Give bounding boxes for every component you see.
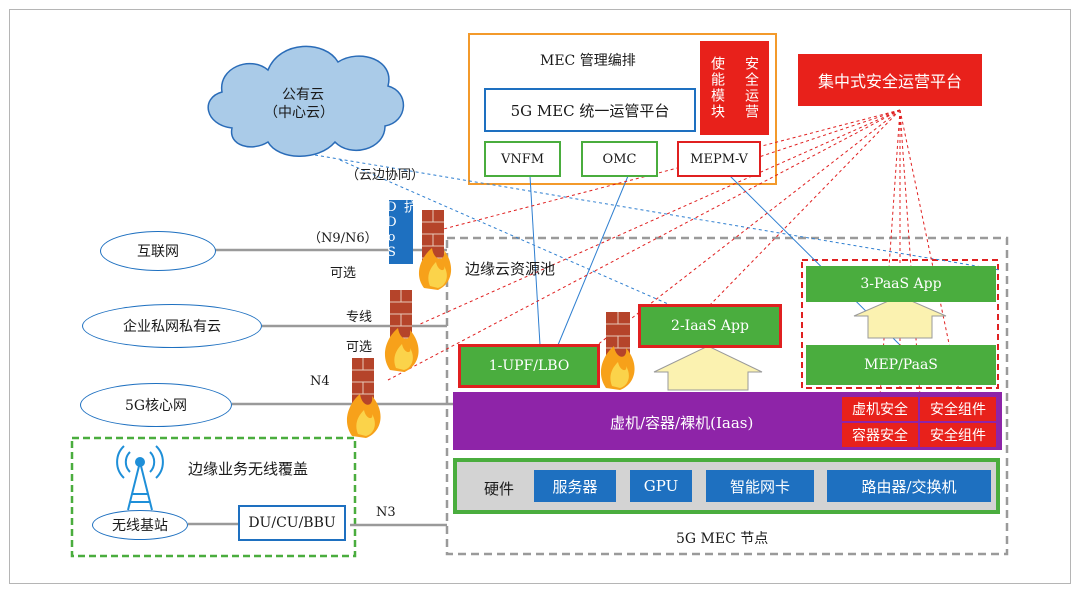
firewall-1 [418, 210, 452, 290]
mec-mgmt-border [468, 33, 777, 185]
hardware-label: 硬件 [484, 480, 515, 498]
optional-label-2: 可选 [346, 340, 373, 355]
5g-core-node: 5G核心网 [80, 383, 232, 427]
mep-paas-box: MEP/PaaS [806, 345, 996, 385]
vnfm-box: VNFM [484, 141, 561, 177]
unified-platform-box: 5G MEC 统一运管平台 [484, 88, 696, 132]
n3-label: N3 [376, 505, 396, 520]
internet-node: 互联网 [100, 231, 216, 271]
security-component-box-1: 安全组件 [920, 397, 996, 421]
firewall-3 [346, 358, 381, 438]
anti-ddos-box: 抗DDoS [384, 200, 416, 264]
container-security-box: 容器安全 [842, 423, 918, 447]
wireless-group-border [70, 436, 357, 558]
up-arrow-paas [853, 295, 947, 339]
radio-tower-icon [116, 445, 164, 511]
smart-nic-box: 智能网卡 [706, 470, 814, 502]
optional-label-1: 可选 [330, 266, 357, 281]
virtualization-label: 虚机/容器/裸机(Iaas) [610, 414, 754, 432]
up-arrow-iaas [653, 345, 763, 391]
mec-mgmt-title: MEC 管理编排 [540, 53, 636, 69]
figure-frame [9, 9, 1071, 584]
firewall-2 [384, 290, 419, 372]
gpu-box: GPU [630, 470, 692, 502]
omc-box: OMC [581, 141, 658, 177]
router-switch-box: 路由器/交换机 [827, 470, 991, 502]
n4-label: N4 [310, 374, 330, 389]
security-component-box-2: 安全组件 [920, 423, 996, 447]
iaas-app-box: 2-IaaS App [638, 304, 782, 348]
server-box: 服务器 [534, 470, 616, 502]
security-ops-box: 安全运营 [733, 41, 769, 135]
wireless-title: 边缘业务无线覆盖 [188, 460, 309, 478]
n9n6-label: （N9/N6） [308, 231, 378, 246]
firewall-4 [600, 312, 635, 390]
upf-box: 1-UPF/LBO [458, 344, 600, 388]
edge-pool-title: 边缘云资源池 [465, 260, 556, 278]
cloud-label-line1: 公有云 [282, 87, 324, 103]
public-cloud-shape [207, 45, 405, 157]
cloud-label-line2: （中心云） [264, 105, 334, 121]
enable-module-box: 使能模块 [700, 41, 734, 135]
central-security-platform: 集中式安全运营平台 [798, 54, 982, 106]
paas-app-box: 3-PaaS App [806, 266, 996, 302]
du-cu-bbu-box: DU/CU/BBU [238, 505, 346, 541]
enterprise-node: 企业私网私有云 [82, 304, 262, 348]
cloud-sync-label: （云边协同） [346, 168, 425, 183]
mec-node-label: 5G MEC 节点 [676, 531, 769, 547]
vm-security-box: 虚机安全 [842, 397, 918, 421]
mepm-box: MEPM-V [677, 141, 761, 177]
base-station-node: 无线基站 [92, 510, 188, 540]
dedicated-line-label: 专线 [346, 310, 373, 325]
edge-node-border [445, 236, 1009, 556]
